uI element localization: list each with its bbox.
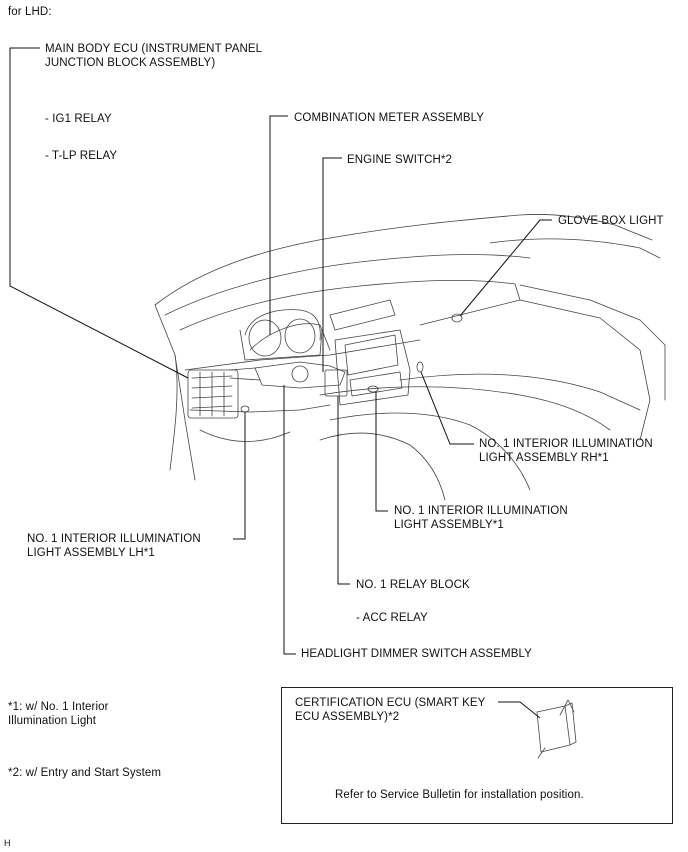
label-relay-block: NO. 1 RELAY BLOCK: [356, 579, 470, 591]
label-acc-relay: - ACC RELAY: [356, 612, 428, 624]
glovebox-edge: [419, 299, 651, 441]
rh-light-lamp: [416, 361, 424, 373]
column-switch: [254, 361, 346, 389]
label-interior-light-lh: NO. 1 INTERIOR ILLUMINATION LIGHT ASSEMB…: [27, 533, 201, 559]
tunnel-curve: [319, 432, 446, 501]
leader-combination-meter: [269, 115, 288, 335]
label-combination-meter: COMBINATION METER ASSEMBLY: [294, 112, 485, 124]
center-vent: [329, 299, 396, 331]
cert-ecu-bracket: [537, 699, 575, 759]
label-interior-light: NO. 1 INTERIOR ILLUMINATION LIGHT ASSEMB…: [394, 505, 568, 531]
leader-interior-rh: [420, 371, 474, 445]
label-engine-switch: ENGINE SWITCH*2: [347, 154, 453, 166]
label-headlight-switch: HEADLIGHT DIMMER SWITCH ASSEMBLY: [301, 648, 532, 660]
relay-block: [324, 369, 348, 397]
left-lower-face: [189, 404, 331, 413]
footnote-1: *1: w/ No. 1 Interior Illumination Light: [8, 701, 109, 727]
dash-inner-line: [179, 279, 521, 331]
figure-code: H: [4, 838, 11, 848]
label-certification-ecu: CERTIFICATION ECU (SMART KEY ECU ASSEMBL…: [295, 697, 486, 723]
cert-ecu-side: [564, 702, 577, 746]
dash-upper-line: [164, 254, 531, 316]
center-light-lamp: [367, 385, 379, 393]
leader-cert-ecu: [498, 701, 541, 719]
leader-interior-lh: [233, 412, 246, 540]
leader-relay-block: [337, 396, 350, 585]
meter-body: [239, 329, 323, 361]
glovebox-light-lamp: [451, 313, 463, 323]
floor-curve: [329, 412, 531, 491]
leader-engine-switch: [322, 157, 342, 372]
column-knob: [291, 365, 309, 383]
meter-right-dial: [284, 318, 316, 354]
label-interior-light-rh: NO. 1 INTERIOR ILLUMINATION LIGHT ASSEMB…: [479, 438, 653, 464]
certification-ecu-box: [281, 687, 673, 824]
dash-top-outline: [154, 214, 653, 306]
left-lower: [169, 354, 178, 471]
meter-left-dial: [248, 319, 282, 357]
meter-hood: [244, 309, 321, 341]
leader-headlight-switch: [283, 385, 296, 655]
cert-instruction: Refer to Service Bulletin for installati…: [335, 789, 584, 801]
left-pillar: [154, 304, 196, 481]
label-ig1-relay: - IG1 RELAY: [45, 113, 112, 125]
right-panel: [519, 284, 666, 401]
label-glove-box-light: GLOVE BOX LIGHT: [558, 215, 664, 227]
ecu-detail: [191, 371, 233, 417]
left-dash-face: [184, 339, 421, 371]
center-screen: [344, 334, 399, 376]
footnote-2: *2: w/ Entry and Start System: [8, 767, 162, 779]
variant-label: for LHD:: [8, 6, 52, 18]
label-tlp-relay: - T-LP RELAY: [45, 150, 118, 162]
leader-glove-box-light: [459, 219, 552, 317]
leader-interior-center: [375, 392, 388, 512]
dash-sweep: [489, 238, 661, 259]
leader-main-body-ecu: [9, 47, 189, 379]
center-controls: [349, 371, 403, 397]
center-stack: [334, 329, 411, 406]
steering-column-area: [249, 323, 331, 351]
lh-light-lamp: [240, 405, 250, 413]
glovebox-lower: [399, 373, 641, 411]
label-main-body-ecu: MAIN BODY ECU (INSTRUMENT PANEL JUNCTION…: [45, 43, 263, 69]
ecu-box: [187, 369, 239, 419]
